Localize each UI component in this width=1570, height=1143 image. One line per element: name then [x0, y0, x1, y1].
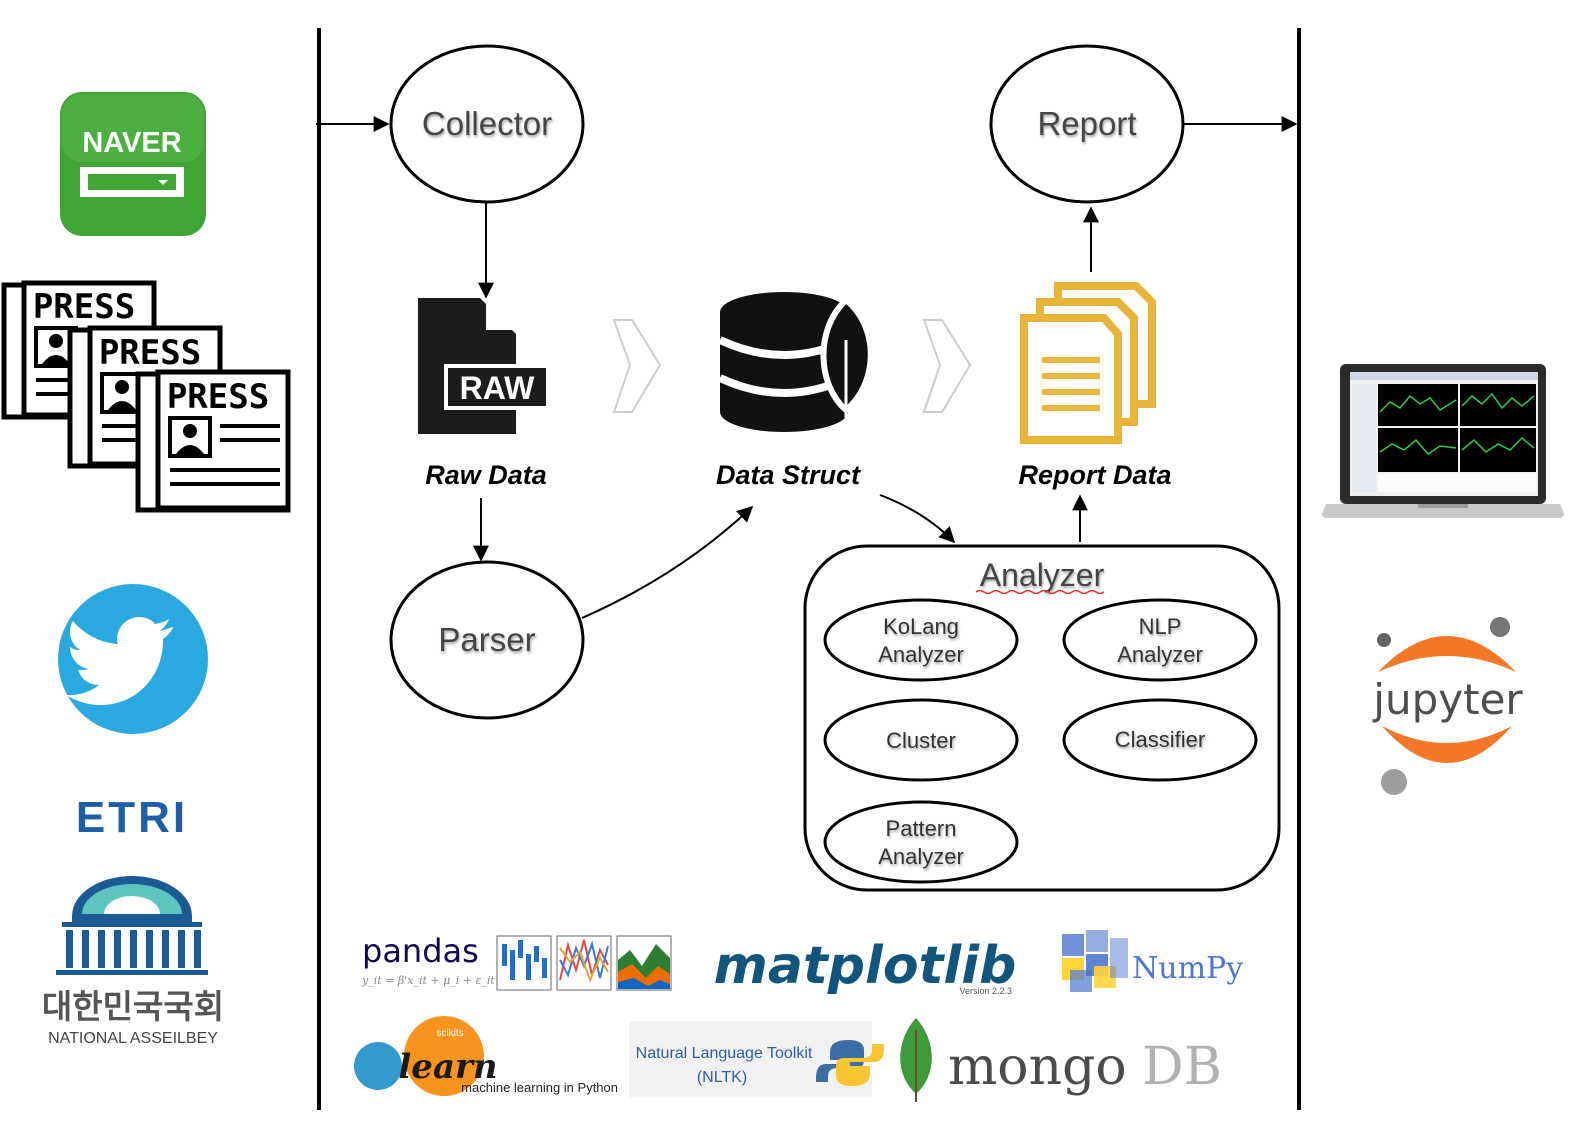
press-newspapers-icon: PRESS PRESS PRESS: [1, 280, 291, 513]
analyzer-title: Analyzer: [980, 557, 1105, 593]
cluster-node: Cluster: [823, 698, 1019, 782]
twitter-logo: [58, 584, 208, 734]
scikit-learn-label: learn: [398, 1047, 497, 1087]
analyzer-group: Analyzer KoLang Analyzer NLP Analyzer Cl…: [803, 544, 1281, 892]
collector-label: Collector: [422, 105, 552, 142]
press-label-2: PRESS: [99, 333, 201, 373]
pandas-chart-thumbnail-2: [556, 935, 612, 991]
classifier-node: Classifier: [1062, 698, 1258, 782]
scikit-learn-tagline: machine learning in Python: [461, 1080, 618, 1095]
etri-logo: ETRI: [76, 793, 188, 842]
pattern-analyzer-node: Pattern Analyzer: [823, 800, 1019, 884]
parser-to-datastruct-arrow: [581, 505, 754, 619]
nltk-logo: Natural Language Toolkit (NLTK): [629, 1021, 884, 1097]
press-label-1: PRESS: [33, 287, 135, 327]
report-node: Report: [989, 44, 1185, 204]
parser-node: Parser: [389, 560, 585, 720]
scikit-learn-badge: scikits: [436, 1028, 463, 1039]
data-struct-label: Data Struct: [716, 460, 861, 490]
kolang-label-2: Analyzer: [878, 642, 964, 667]
naver-logo: NAVER: [60, 92, 206, 236]
spellcheck-underline: [975, 589, 1105, 595]
laptop-icon: [1322, 364, 1564, 518]
collector-node: Collector: [389, 44, 585, 204]
pattern-label-2: Analyzer: [878, 844, 964, 869]
mongodb-label-1: mongo: [948, 1037, 1127, 1097]
national-assembly-logo: 대한민국국회 NATIONAL ASSEILBEY: [42, 876, 224, 1047]
report-data-label: Report Data: [1018, 460, 1171, 490]
mongodb-logo: mongo DB: [900, 1018, 1222, 1102]
raw-file-icon: RAW: [418, 298, 550, 434]
nltk-label-2: (NLTK): [697, 1069, 747, 1086]
scikit-learn-logo: scikits learn machine learning in Python: [354, 1016, 618, 1096]
nltk-label-1: Natural Language Toolkit: [636, 1045, 813, 1062]
matplotlib-label: matplotlib: [714, 936, 1017, 996]
numpy-label: NumPy: [1132, 951, 1243, 986]
flow-chevron-icon: [922, 319, 972, 413]
matplotlib-version: Version 2.2.3: [959, 986, 1012, 996]
pattern-label-1: Pattern: [886, 816, 957, 841]
assembly-english-name: NATIONAL ASSEILBEY: [48, 1030, 218, 1047]
nlp-analyzer-node: NLP Analyzer: [1062, 598, 1258, 682]
raw-data-label: Raw Data: [425, 460, 547, 490]
pandas-chart-thumbnail-3: [616, 935, 672, 991]
raw-badge-label: RAW: [460, 370, 535, 406]
pandas-label: pandas: [362, 932, 479, 970]
matplotlib-logo: matplotlib Version 2.2.3: [714, 936, 1017, 996]
classifier-label: Classifier: [1115, 727, 1205, 752]
kolang-analyzer-node: KoLang Analyzer: [823, 598, 1019, 682]
numpy-logo: NumPy: [1062, 930, 1243, 992]
database-icon: [718, 292, 874, 432]
nlp-label-2: Analyzer: [1117, 642, 1203, 667]
flow-chevron-icon: [612, 319, 662, 413]
mongodb-label-2: DB: [1142, 1037, 1222, 1097]
pandas-logo: pandas y_it = β'x_it + μ_i + ε_it: [361, 932, 672, 991]
laptop-screen-charts: [1378, 384, 1536, 492]
jupyter-logo: jupyter: [1372, 617, 1523, 795]
jupyter-label: jupyter: [1372, 675, 1523, 724]
parser-label: Parser: [438, 621, 535, 658]
report-label: Report: [1037, 105, 1136, 142]
cluster-label: Cluster: [886, 728, 956, 753]
newspaper-icon: PRESS: [135, 369, 291, 513]
naver-label: NAVER: [82, 127, 181, 159]
kolang-label-1: KoLang: [883, 614, 959, 639]
press-label-3: PRESS: [167, 377, 269, 417]
report-documents-icon: [1020, 282, 1156, 444]
datastruct-to-analyzer-arrow: [879, 494, 956, 544]
numpy-cube-icon: [1062, 930, 1128, 992]
nlp-label-1: NLP: [1139, 614, 1182, 639]
python-icon: [816, 1040, 884, 1086]
pandas-formula: y_it = β'x_it + μ_i + ε_it: [361, 974, 495, 987]
twitter-bird-icon: [66, 617, 173, 705]
pandas-chart-thumbnail-1: [496, 935, 552, 991]
assembly-korean-name: 대한민국국회: [42, 987, 224, 1026]
